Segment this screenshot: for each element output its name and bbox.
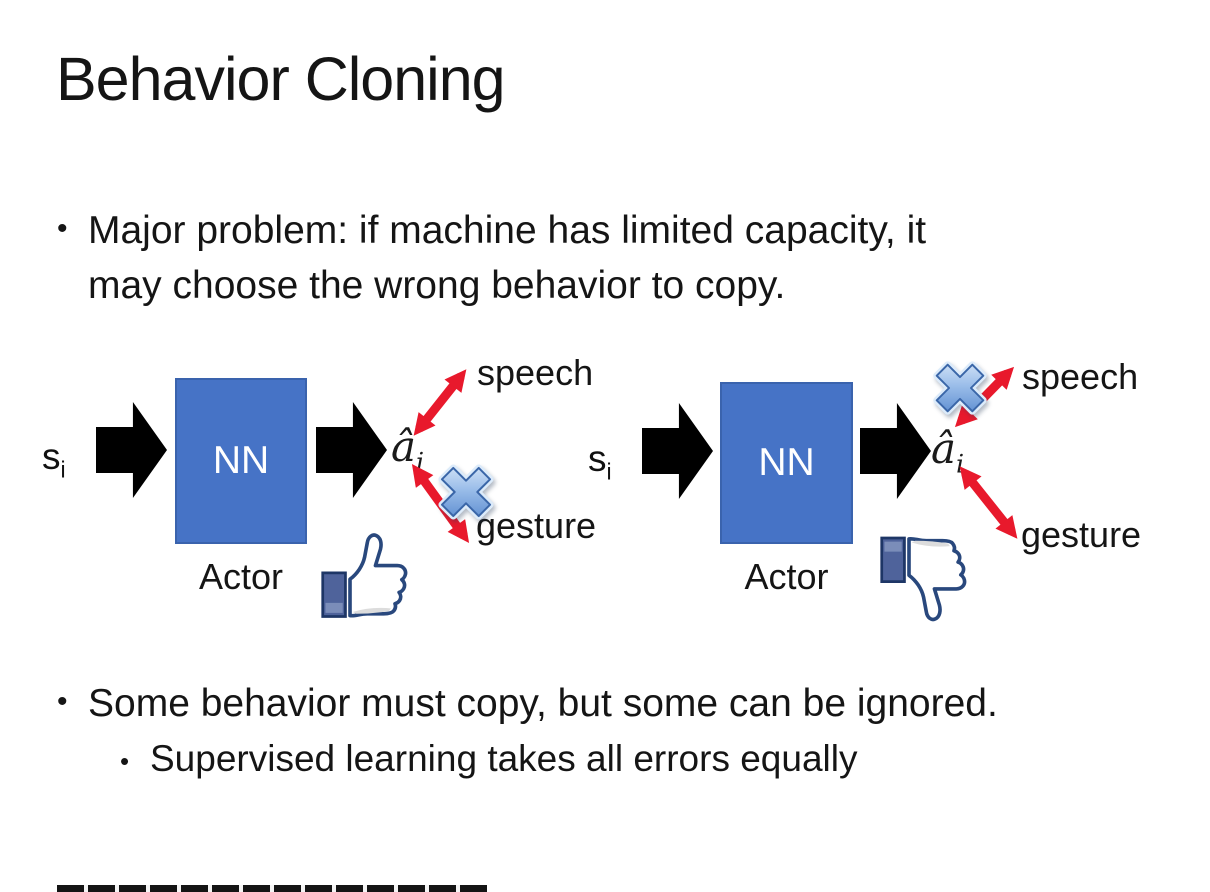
left-cross-out-x-icon bbox=[438, 464, 494, 520]
left-input-sub: i bbox=[60, 456, 66, 483]
left-a-hat: â bbox=[391, 422, 417, 471]
right-input-s: s bbox=[588, 438, 607, 479]
bullet-major-problem: Major problem: if machine has limited ca… bbox=[88, 203, 926, 313]
right-input-state-label: si bbox=[588, 438, 612, 485]
bullet-major-line2: may choose the wrong behavior to copy. bbox=[88, 264, 786, 307]
left-action-output-label: âi bbox=[391, 422, 424, 476]
right-input-sub: i bbox=[606, 458, 612, 485]
left-nn-label: NN bbox=[212, 439, 270, 482]
left-a-hat-sub: i bbox=[416, 447, 425, 477]
left-nn-box: NN bbox=[175, 378, 307, 544]
right-gesture-label: gesture bbox=[1021, 514, 1142, 555]
left-input-state-label: si bbox=[42, 436, 66, 483]
right-cross-out-x-icon bbox=[933, 361, 987, 415]
right-actor-caption: Actor bbox=[744, 556, 829, 597]
sub-bullet-dot: • bbox=[120, 746, 130, 776]
right-a-hat-sub: i bbox=[956, 449, 965, 479]
right-input-arrow-icon bbox=[642, 403, 713, 499]
left-input-arrow-icon bbox=[96, 402, 167, 498]
right-gesture-arrow bbox=[959, 466, 1018, 539]
left-output-arrow-icon bbox=[316, 402, 387, 498]
sub-bullet-supervised: Supervised learning takes all errors equ… bbox=[150, 738, 858, 779]
left-speech-label: speech bbox=[477, 352, 594, 393]
right-output-arrow-icon bbox=[860, 403, 931, 499]
thumbs-down-icon bbox=[880, 536, 967, 622]
left-speech-arrow bbox=[413, 369, 467, 436]
bullet-some-behavior: Some behavior must copy, but some can be… bbox=[88, 682, 998, 725]
bullet-major-line1: Major problem: if machine has limited ca… bbox=[88, 209, 927, 252]
thumbs-up-icon bbox=[321, 533, 408, 618]
bullet-dot: • bbox=[57, 212, 68, 245]
left-gesture-label: gesture bbox=[476, 505, 597, 546]
right-nn-box: NN bbox=[720, 382, 853, 544]
cropped-text-remnant bbox=[57, 885, 487, 892]
right-action-output-label: âi bbox=[931, 424, 964, 478]
bullet-dot: • bbox=[57, 685, 68, 718]
left-actor-caption: Actor bbox=[198, 556, 284, 597]
right-a-hat: â bbox=[931, 424, 957, 473]
slide-title: Behavior Cloning bbox=[56, 45, 506, 113]
right-speech-label: speech bbox=[1022, 356, 1139, 397]
left-input-s: s bbox=[42, 436, 61, 477]
right-nn-label: NN bbox=[758, 441, 815, 484]
